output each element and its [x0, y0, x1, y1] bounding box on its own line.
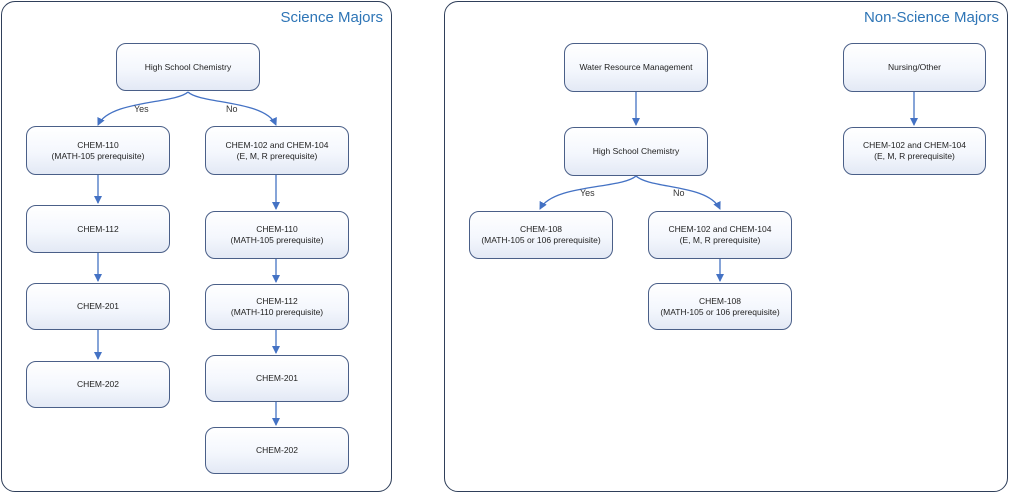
node-label: Nursing/Other	[888, 62, 941, 72]
nursing-other-node: Nursing/Other	[843, 43, 986, 92]
node-title: CHEM-201	[76, 301, 120, 311]
node-title: CHEM-102 and CHEM-104	[668, 224, 772, 234]
science-yes-chem-202: CHEM-202	[26, 361, 170, 408]
non-science-hs-chemistry-decision: High School Chemistry	[564, 127, 708, 176]
node-title: CHEM-112	[256, 296, 298, 306]
science-hs-chemistry-decision: High School Chemistry	[116, 43, 260, 91]
node-title: CHEM-110	[77, 139, 119, 150]
node-title: CHEM-108	[698, 295, 742, 306]
science-no-chem-110: CHEM-110 (MATH-105 prerequisite)	[205, 211, 349, 259]
node-title: CHEM-102 and CHEM-104	[863, 140, 966, 150]
non-science-majors-title: Non-Science Majors	[863, 9, 999, 26]
node-subtitle: (MATH-105 or 106 prerequisite)	[481, 235, 601, 245]
science-no-chem-201: CHEM-201	[205, 355, 349, 402]
water-resource-management-node: Water Resource Management	[564, 43, 708, 92]
non-science-no-chem-108: CHEM-108 (MATH-105 or 106 prerequisite)	[648, 283, 792, 330]
node-title: CHEM-110	[256, 224, 298, 234]
nursing-chem-102-104: CHEM-102 and CHEM-104 (E, M, R prerequis…	[843, 127, 986, 175]
node-title: CHEM-201	[255, 373, 299, 383]
science-yes-chem-201: CHEM-201	[26, 283, 170, 330]
science-yes-chem-112: CHEM-112	[26, 205, 170, 253]
science-no-chem-112: CHEM-112 (MATH-110 prerequisite)	[205, 284, 349, 330]
non-science-no-chem-102-104: CHEM-102 and CHEM-104 (E, M, R prerequis…	[648, 211, 792, 259]
science-no-chem-202: CHEM-202	[205, 427, 349, 474]
node-subtitle: (E, M, R prerequisite)	[874, 151, 955, 161]
node-subtitle: (MATH-105 prerequisite)	[230, 235, 324, 245]
science-no-chem-102-104: CHEM-102 and CHEM-104 (E, M, R prerequis…	[205, 126, 349, 175]
node-subtitle: (E, M, R prerequisite)	[679, 235, 761, 245]
node-subtitle: (E, M, R prerequisite)	[236, 150, 318, 161]
node-title: CHEM-102 and CHEM-104	[225, 139, 329, 150]
science-majors-title: Science Majors	[280, 9, 383, 26]
node-label: High School Chemistry	[592, 146, 680, 156]
node-title: CHEM-108	[519, 224, 563, 234]
non-science-yes-chem-108: CHEM-108 (MATH-105 or 106 prerequisite)	[469, 211, 613, 259]
science-yes-chem-110: CHEM-110 (MATH-105 prerequisite)	[26, 126, 170, 175]
node-subtitle: (MATH-105 prerequisite)	[51, 150, 145, 161]
node-title: CHEM-202	[76, 379, 120, 389]
node-subtitle: (MATH-110 prerequisite)	[230, 307, 324, 317]
node-title: CHEM-202	[255, 445, 299, 455]
node-subtitle: (MATH-105 or 106 prerequisite)	[660, 306, 780, 317]
node-title: CHEM-112	[77, 223, 119, 234]
node-label: Water Resource Management	[579, 62, 693, 72]
node-label: High School Chemistry	[144, 61, 232, 72]
